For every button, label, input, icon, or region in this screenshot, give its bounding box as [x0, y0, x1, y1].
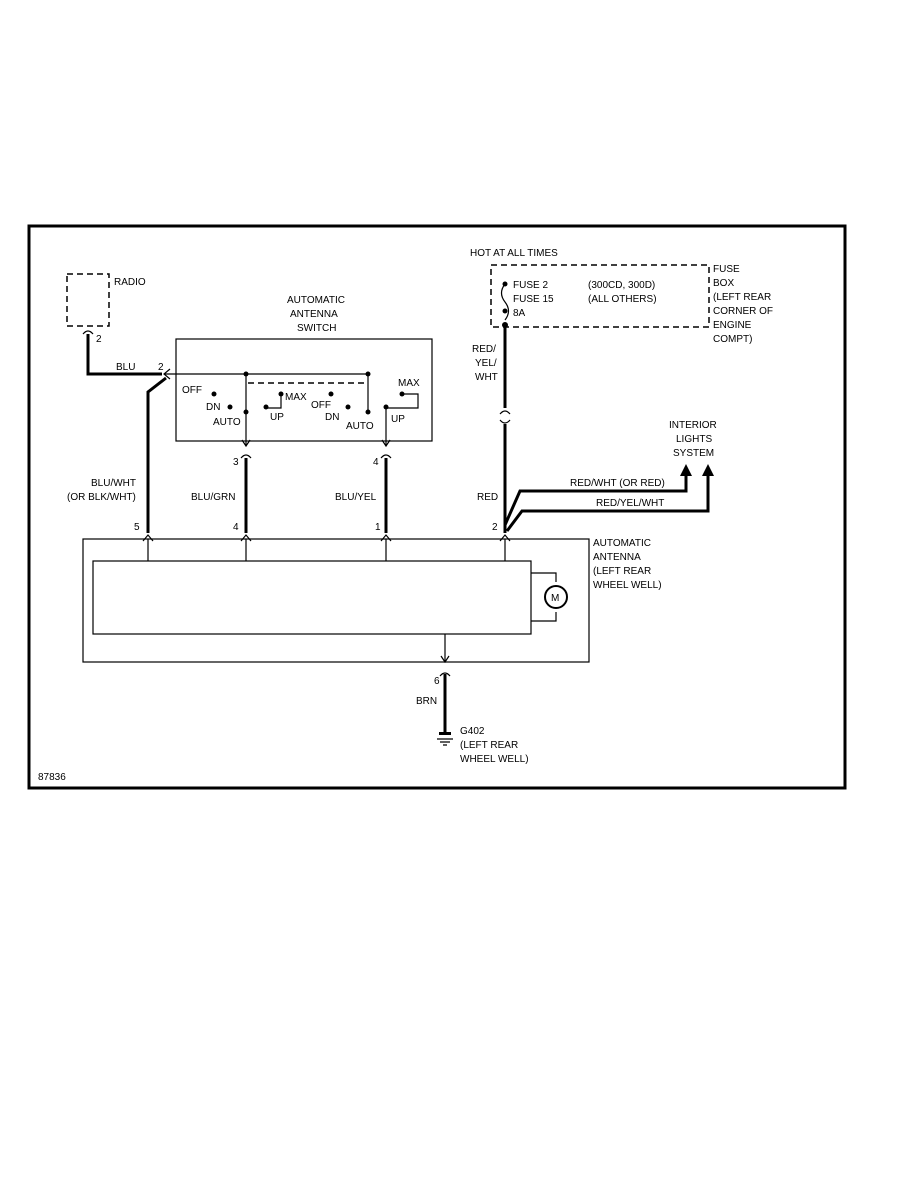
switch-title-2: ANTENNA [290, 309, 338, 320]
wire-red-yel-wht-label: RED/YEL/WHT [596, 498, 664, 509]
sw-off-left: OFF [182, 385, 202, 396]
sw-auto-right: AUTO [346, 421, 374, 432]
fuse-models-1: (300CD, 300D) [588, 280, 655, 291]
hot-at-all-times: HOT AT ALL TIMES [470, 248, 558, 259]
switch-title-3: SWITCH [297, 323, 336, 334]
radio-box [66, 273, 110, 327]
radio-pin: 2 [96, 334, 102, 345]
diagram-id: 87836 [38, 772, 66, 783]
fusebox-label-2: BOX [713, 278, 734, 289]
antenna-label-2: ANTENNA [593, 552, 641, 563]
fusebox-label-3: (LEFT REAR [713, 292, 771, 303]
fuse15-label: FUSE 15 [513, 294, 554, 305]
ground-pin: 6 [434, 676, 440, 687]
antenna-outer-box [82, 538, 590, 663]
wire-rywh-label-3: WHT [475, 372, 498, 383]
antenna-label-1: AUTOMATIC [593, 538, 651, 549]
fusebox-label-1: FUSE [713, 264, 740, 275]
interior-label-1: INTERIOR [669, 420, 717, 431]
antenna-label-4: WHEEL WELL) [593, 580, 662, 591]
ant-pin-5: 5 [134, 522, 140, 533]
fuse-models-2: (ALL OTHERS) [588, 294, 657, 305]
fuse2-label: FUSE 2 [513, 280, 548, 291]
wire-brn-label: BRN [416, 696, 437, 707]
motor-label: M [551, 593, 559, 604]
motor-symbol [544, 585, 568, 609]
switch-box [175, 338, 433, 442]
sw-up-left: UP [270, 412, 284, 423]
sw-auto-left: AUTO [213, 417, 241, 428]
antenna-switch: AUTOMATIC ANTENNA SWITCH 2 OFF DN AUTO U… [158, 295, 433, 468]
ground-g402: 6 BRN G402 (LEFT REAR WHEEL WELL) [416, 672, 529, 765]
antenna-inner-box [92, 560, 532, 635]
ground-label-3: WHEEL WELL) [460, 754, 529, 765]
switch-title-1: AUTOMATIC [287, 295, 345, 306]
sw-dn-right: DN [325, 412, 339, 423]
wire-blu-wht-label: BLU/WHT [91, 478, 136, 489]
antenna-label-3: (LEFT REAR [593, 566, 651, 577]
switch-pin-3: 3 [233, 457, 239, 468]
ant-pin-4: 4 [233, 522, 239, 533]
fusebox-label-5: ENGINE [713, 320, 752, 331]
sw-off-right: OFF [311, 400, 331, 411]
wire-blu-grn-label: BLU/GRN [191, 492, 235, 503]
wire-blu-wht [146, 376, 167, 533]
wire-red-label: RED [477, 492, 498, 503]
sw-dn-left: DN [206, 402, 220, 413]
wire-rywh-label-2: YEL/ [475, 358, 497, 369]
sw-up-right: UP [391, 414, 405, 425]
diagram-frame [27, 224, 847, 790]
fusebox-label-4: CORNER OF [713, 306, 773, 317]
interior-label-3: SYSTEM [673, 448, 714, 459]
fuse-amp-label: 8A [513, 308, 526, 319]
wire-blu-label: BLU [116, 362, 135, 373]
fusebox-label-6: COMPT) [713, 334, 752, 345]
interior-lights: INTERIOR LIGHTS SYSTEM RED/WHT (OR RED) … [503, 420, 717, 532]
wire-blu [86, 334, 162, 376]
wire-blu-yel-label: BLU/YEL [335, 492, 377, 503]
wire-red-wht-or-red-label: RED/WHT (OR RED) [570, 478, 665, 489]
interior-arrow-2 [702, 464, 714, 476]
ground-icon [439, 732, 451, 735]
radio-component: RADIO 2 BLU [66, 273, 162, 376]
ant-pin-1: 1 [375, 522, 381, 533]
switch-pin-2: 2 [158, 362, 164, 373]
switch-pin-4: 4 [373, 457, 379, 468]
automatic-antenna: 5 4 1 2 M AUTOMATIC ANTENNA (LEFT REAR W… [82, 522, 662, 664]
wire-blu-wht-label-2: (OR BLK/WHT) [67, 492, 136, 503]
wire-rywh-label-1: RED/ [472, 344, 496, 355]
ant-pin-2: 2 [492, 522, 498, 533]
fuse-box: HOT AT ALL TIMES FUSE 2 FUSE 15 8A (300C… [470, 248, 773, 345]
interior-label-2: LIGHTS [676, 434, 712, 445]
sw-max-left: MAX [285, 392, 307, 403]
interior-arrow-1 [680, 464, 692, 476]
ground-label-1: G402 [460, 726, 485, 737]
ground-label-2: (LEFT REAR [460, 740, 518, 751]
wire-red-wht-or-red [503, 476, 688, 526]
sw-max-right: MAX [398, 378, 420, 389]
wire-red-yel-wht-2 [505, 476, 710, 532]
radio-label: RADIO [114, 277, 146, 288]
